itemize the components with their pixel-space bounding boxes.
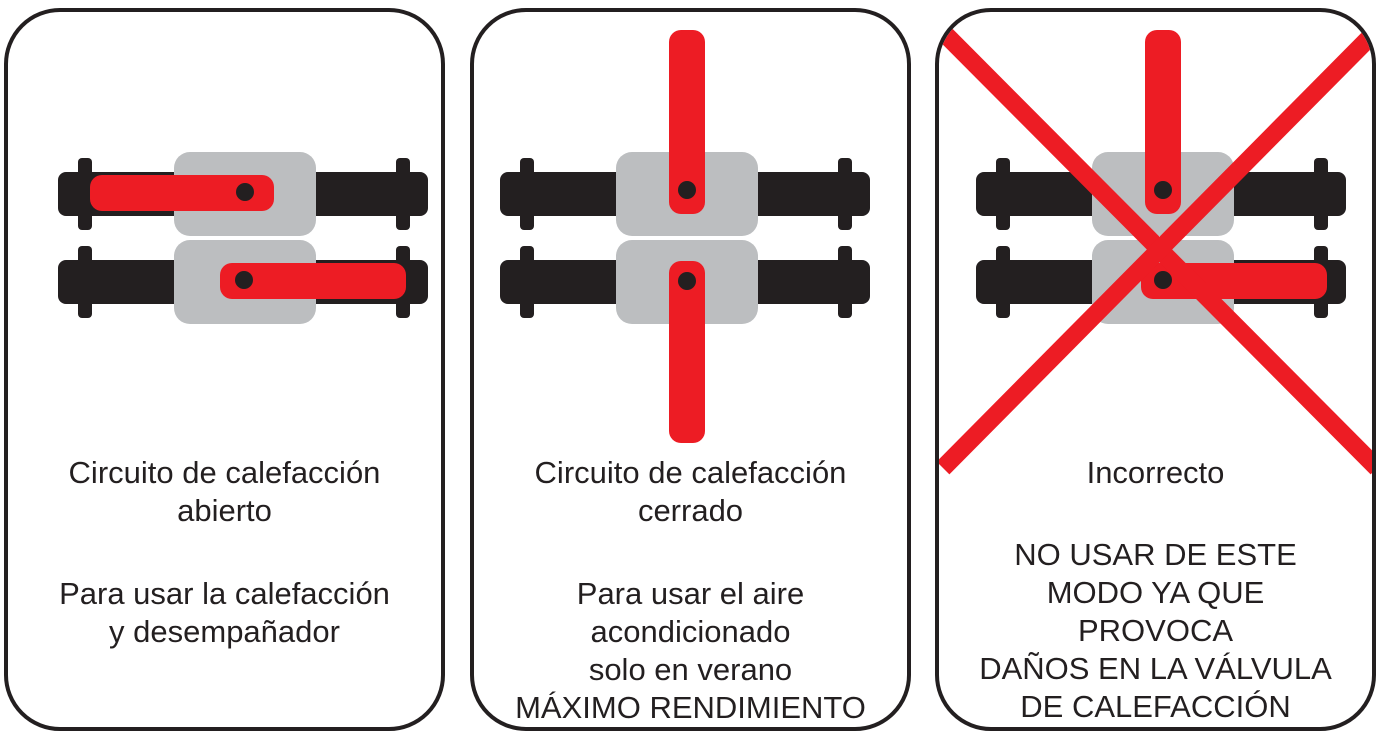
panel-1-note-line1: Para usar la calefacción xyxy=(59,576,390,611)
top-valve-pivot xyxy=(236,183,254,201)
panel-incorrect: Incorrecto NO USAR DE ESTE MODO YA QUE P… xyxy=(935,8,1376,731)
bottom-valve-pivot xyxy=(235,271,253,289)
panel-closed-circuit: Circuito de calefacción cerrado Para usa… xyxy=(470,8,911,731)
panel-1-note: Para usar la calefacción y desempañador xyxy=(8,575,441,651)
top-valve xyxy=(500,30,870,236)
bottom-pipe-flange-right xyxy=(838,246,852,318)
bottom-valve xyxy=(500,240,870,443)
panel-open-circuit: Circuito de calefacción abierto Para usa… xyxy=(4,8,445,731)
bottom-valve-pivot xyxy=(1154,271,1172,289)
bottom-pipe-flange-left xyxy=(996,246,1010,318)
bottom-valve-handle xyxy=(220,263,406,299)
panel-2-note: Para usar el aire acondicionado solo en … xyxy=(474,575,907,727)
panel-1-title-line2: abierto xyxy=(177,493,272,528)
top-valve-handle xyxy=(1145,30,1181,214)
valve-diagram-closed xyxy=(500,30,870,443)
panel-3-title: Incorrecto xyxy=(939,454,1372,492)
panel-3-note-line5: DE CALEFACCIÓN xyxy=(1020,689,1291,724)
bottom-valve xyxy=(58,240,428,324)
valve-diagram-open xyxy=(58,152,428,324)
panel-3-note-line1: NO USAR DE ESTE xyxy=(1014,537,1297,572)
top-pipe-flange-right xyxy=(396,158,410,230)
bottom-valve xyxy=(976,240,1346,324)
panel-2-title-line2: cerrado xyxy=(637,493,744,528)
top-pipe-flange-right xyxy=(838,158,852,230)
top-pipe-flange-left xyxy=(78,158,92,230)
panel-1-title-line1: Circuito de calefacción xyxy=(68,455,381,490)
top-pipe-flange-right xyxy=(1314,158,1328,230)
panel-1-note-line2: y desempañador xyxy=(109,614,340,649)
panel-1-title: Circuito de calefacción abierto xyxy=(8,454,441,530)
top-valve-pivot xyxy=(1154,181,1172,199)
top-valve xyxy=(58,152,428,236)
top-pipe-flange-left xyxy=(996,158,1010,230)
panel-2-note-line3: solo en verano xyxy=(588,652,793,687)
bottom-valve-handle xyxy=(669,261,705,443)
cross-out-line-2 xyxy=(939,25,1372,475)
bottom-valve-pivot xyxy=(678,272,696,290)
bottom-pipe-flange-left xyxy=(520,246,534,318)
panel-3-note-line3: PROVOCA xyxy=(1077,613,1234,648)
top-pipe-flange-left xyxy=(520,158,534,230)
panel-2-note-line4: MÁXIMO RENDIMIENTO xyxy=(515,690,866,725)
panel-2-note-line1: Para usar el aire xyxy=(576,576,805,611)
valve-diagram-incorrect xyxy=(939,25,1372,475)
panel-2-title: Circuito de calefacción cerrado xyxy=(474,454,907,530)
panel-3-note: NO USAR DE ESTE MODO YA QUE PROVOCA DAÑO… xyxy=(939,536,1372,726)
bottom-pipe-flange-left xyxy=(78,246,92,318)
panel-2-title-line1: Circuito de calefacción xyxy=(534,455,847,490)
cross-out-mark xyxy=(939,25,1372,475)
panel-3-title-line1: Incorrecto xyxy=(1086,455,1225,490)
top-valve-handle xyxy=(669,30,705,214)
top-valve-pivot xyxy=(678,181,696,199)
panel-2-note-line2: acondicionado xyxy=(590,614,791,649)
panel-3-note-line2: MODO YA QUE xyxy=(1046,575,1265,610)
panel-3-note-line4: DAÑOS EN LA VÁLVULA xyxy=(979,651,1332,686)
top-valve-handle xyxy=(90,175,274,211)
